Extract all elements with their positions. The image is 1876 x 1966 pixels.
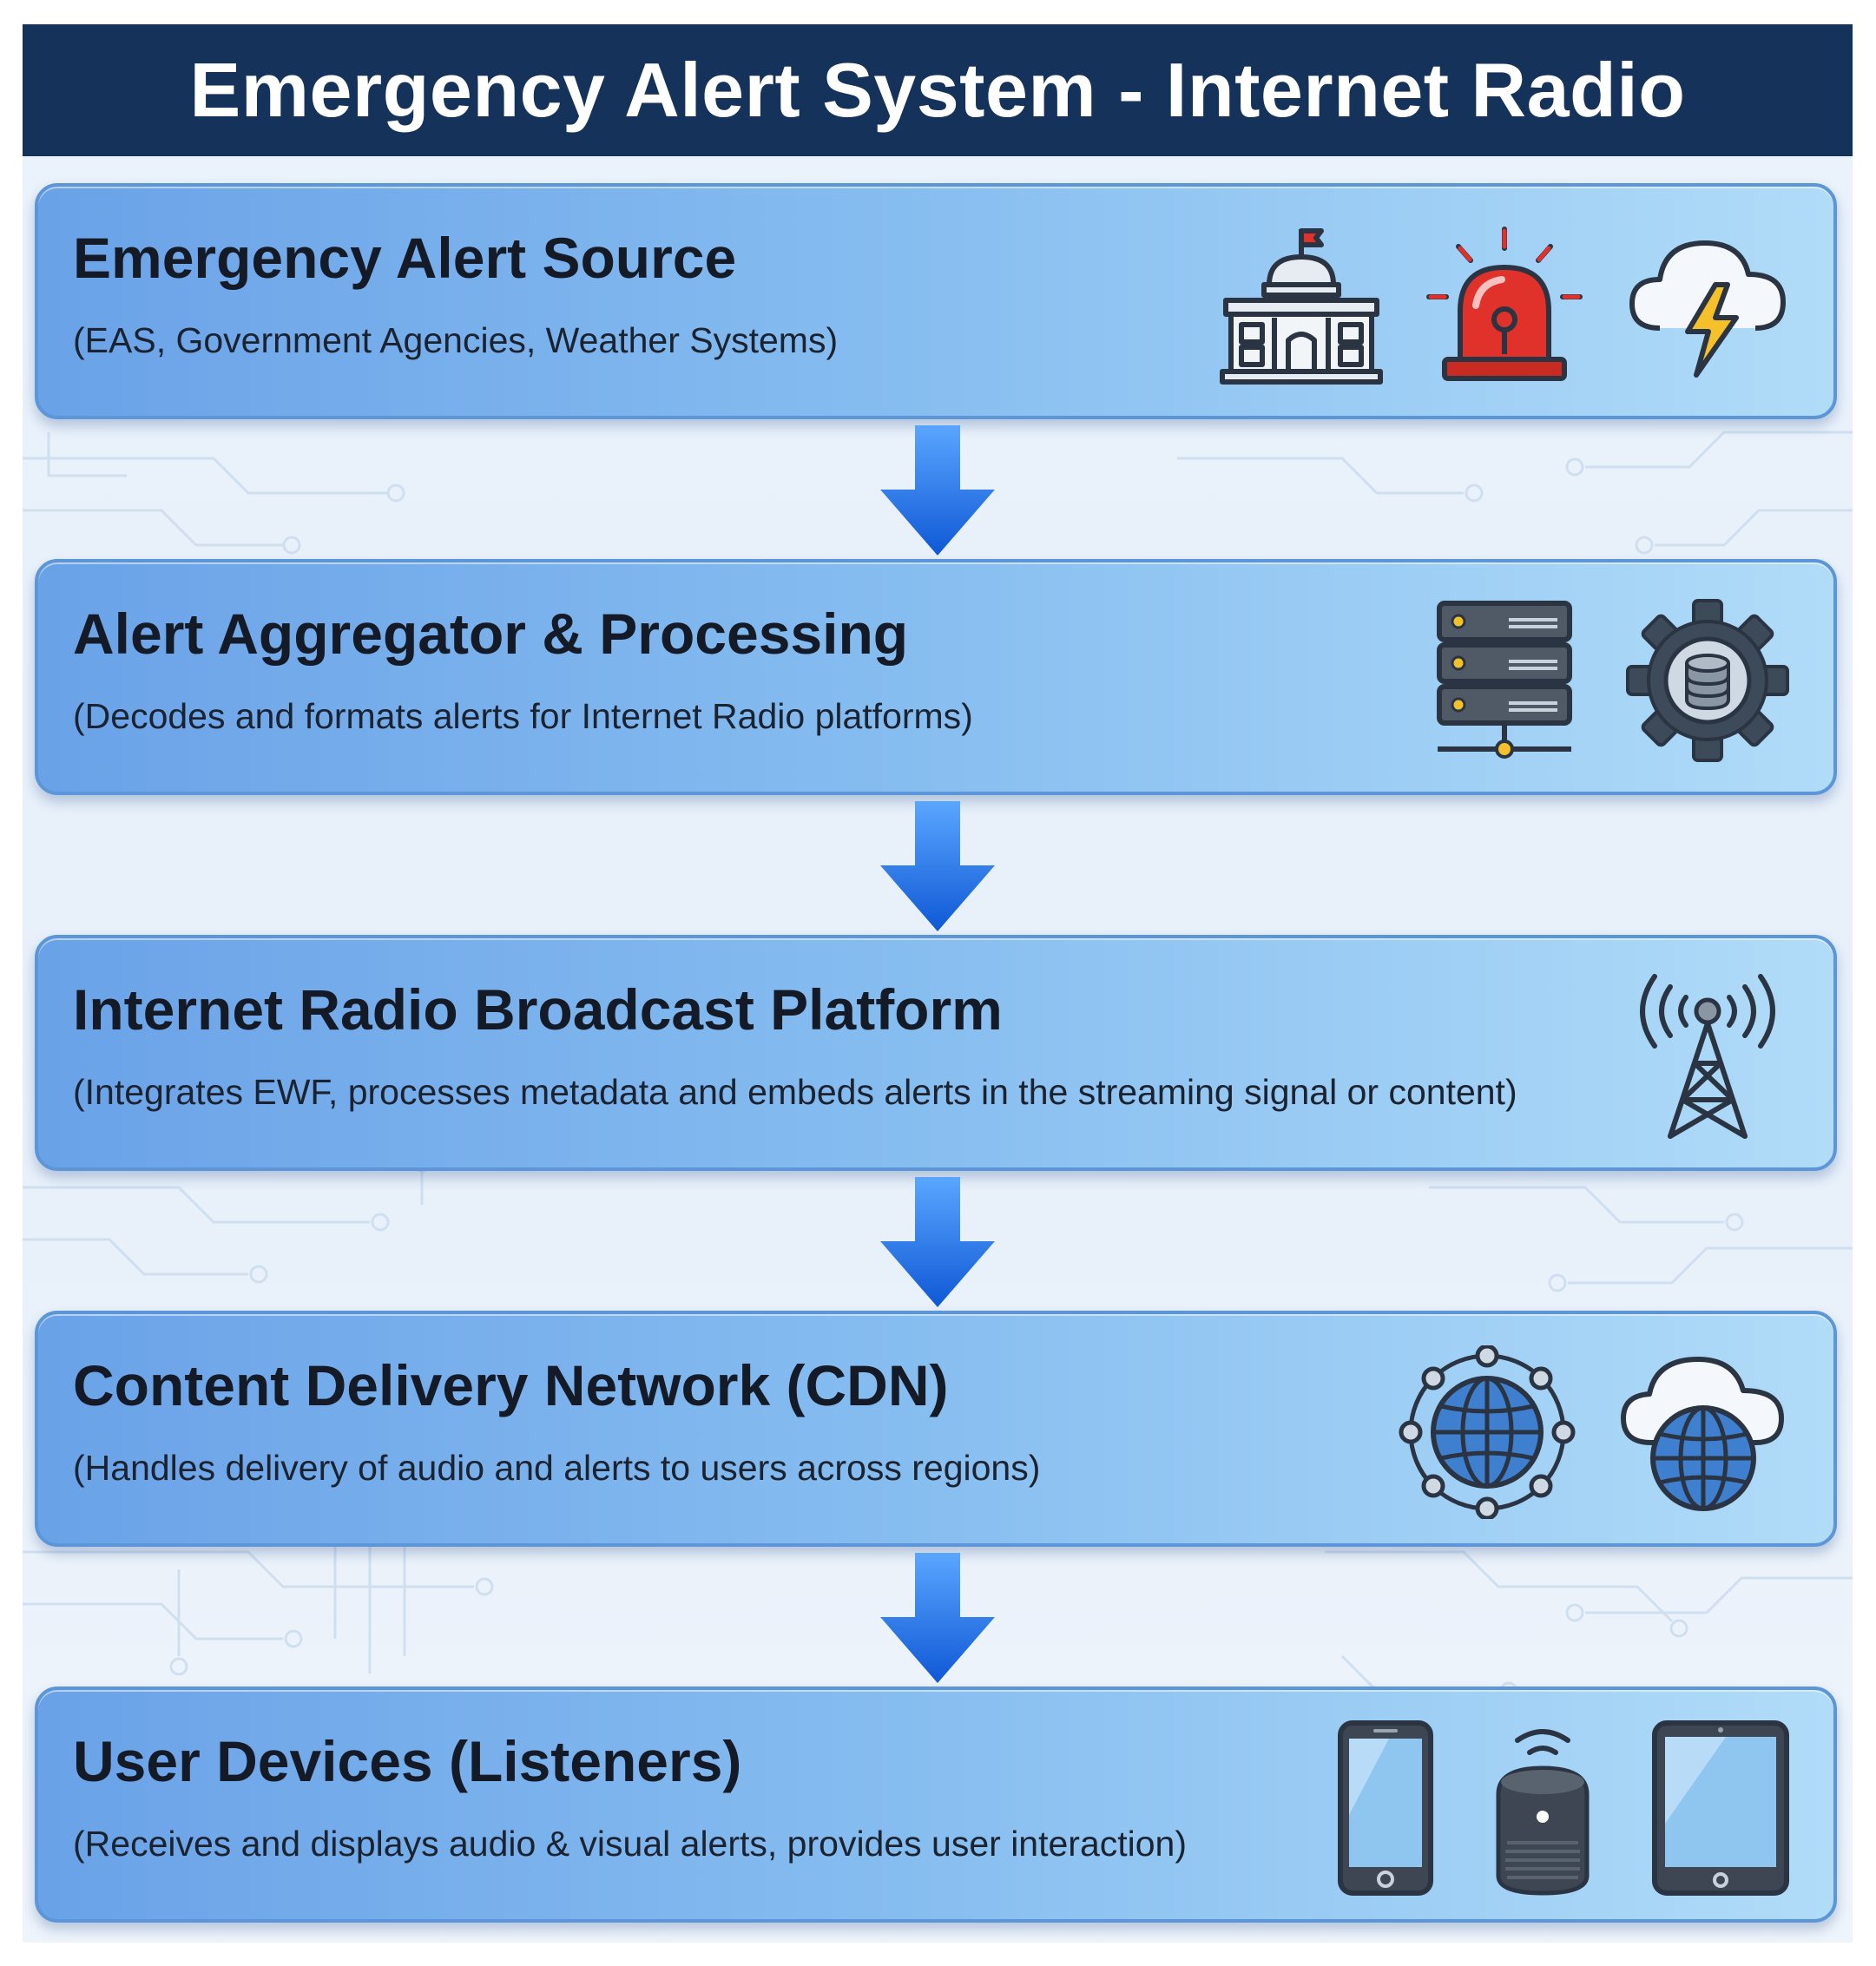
stage-aggregator: Alert Aggregator & Processing (Decodes a… [35,559,1837,795]
circuit-background [23,431,1853,1700]
stage-title: Internet Radio Broadcast Platform [73,977,1003,1042]
flow-arrow-2 [880,801,995,931]
tablet-icon [1651,1719,1790,1897]
cloud-globe-icon [1616,1345,1790,1519]
stage-description: (Decodes and formats alerts for Internet… [73,696,973,736]
flow-arrow-1 [880,425,995,556]
stage-user-devices: User Devices (Listeners) (Receives and d… [35,1687,1837,1923]
flow-arrow-3 [880,1177,995,1307]
government-building-icon [1219,222,1384,387]
diagram-header: Emergency Alert System - Internet Radio [23,24,1853,156]
stage-title: Emergency Alert Source [73,226,737,290]
stage-broadcast-platform: Internet Radio Broadcast Platform (Integ… [35,935,1837,1171]
diagram-frame: Emergency Alert System - Internet Radio … [23,24,1853,1943]
server-rack-icon [1422,598,1587,763]
smartphone-icon [1337,1719,1434,1897]
stage-title: Content Delivery Network (CDN) [73,1353,949,1417]
stage-cdn: Content Delivery Network (CDN) (Handles … [35,1311,1837,1547]
stage-description: (Handles delivery of audio and alerts to… [73,1448,1041,1488]
stage-title: User Devices (Listeners) [73,1729,742,1793]
flow-arrow-4 [880,1553,995,1683]
broadcast-tower-icon [1625,970,1790,1143]
smart-speaker-icon [1486,1719,1599,1897]
diagram-title: Emergency Alert System - Internet Radio [189,47,1686,133]
stage-alert-source: Emergency Alert Source (EAS, Government … [35,183,1837,419]
gear-database-icon [1625,598,1790,763]
stage-description: (Receives and displays audio & visual al… [73,1824,1188,1864]
stage-description: (EAS, Government Agencies, Weather Syste… [73,320,839,360]
network-globe-icon [1396,1345,1578,1519]
stage-title: Alert Aggregator & Processing [73,602,909,666]
emergency-siren-icon [1422,222,1587,387]
storm-cloud-lightning-icon [1625,222,1790,387]
stage-description: (Integrates EWF, processes metadata and … [73,1072,1517,1112]
